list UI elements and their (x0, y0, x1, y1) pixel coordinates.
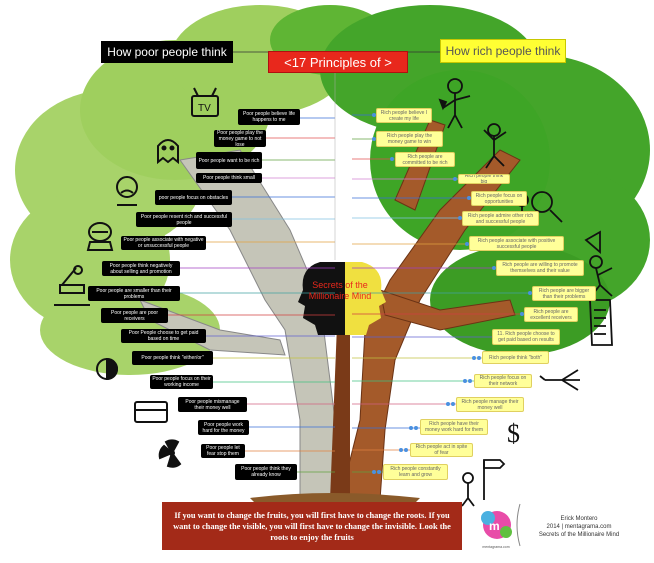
rich-principle-box: Rich people believe I create my life (376, 108, 432, 123)
rich-principle-box: Rich people have their money work hard f… (420, 419, 488, 435)
right-connectors (352, 114, 532, 473)
yin-yang-icon (96, 357, 118, 381)
poor-principle-box: Poor people work hard for the money (198, 420, 249, 435)
svg-text:TV: TV (198, 103, 211, 114)
megaphone-person-icon (584, 230, 613, 299)
poor-principle-box: poor people focus on obstacles (155, 190, 232, 205)
closing-quote: If you want to change the fruits, you wi… (162, 502, 462, 550)
mentagrama-logo: m (481, 511, 512, 539)
rich-principle-box: Rich people focus on their network (474, 374, 532, 388)
tv-icon: TV (191, 87, 219, 117)
poor-principle-box: Poor people resent rich and successful p… (136, 212, 232, 227)
rich-principle-box: Rich people constantly learn and grow (383, 464, 448, 480)
rich-principle-box: Rich people are bigger than their proble… (532, 286, 596, 301)
poor-header: How poor people think (101, 41, 233, 63)
rich-principle-box: Rich people play the money game to win (376, 131, 443, 147)
thumbs-up-person-icon (438, 78, 471, 129)
poor-principle-box: Poor people play the money game to not l… (214, 130, 266, 147)
rich-principle-box: 11. Rich people choose to get paid based… (492, 329, 560, 345)
cheering-person-icon (483, 123, 507, 169)
poor-principle-box: Poor people are poor receivers (101, 308, 168, 323)
radiation-icon (158, 439, 182, 468)
rich-bullet-dots (372, 113, 532, 474)
rich-head-silhouette (345, 262, 386, 335)
poor-head-silhouette (298, 262, 345, 335)
poor-principle-box: Poor people think negatively about selli… (102, 261, 180, 276)
rich-header: How rich people think (440, 39, 566, 63)
poor-principle-box: Poor people associate with negative or u… (121, 236, 206, 250)
rich-principle-box: Rich people are excellent receivers (524, 307, 578, 322)
document-icon (589, 299, 613, 346)
ghost-icon (157, 139, 179, 165)
svg-text:m: m (489, 519, 500, 533)
crossroads-arrows-icon (539, 369, 580, 391)
poor-principle-box: Poor people mismanage their money well (178, 397, 247, 412)
rich-principle-box: Rich people think big (458, 174, 510, 184)
microscope-icon (54, 265, 90, 306)
left-connectors (168, 117, 335, 473)
poor-principle-box: Poor people want to be rich (196, 152, 262, 169)
worried-person-icon (86, 222, 114, 251)
poor-principle-box: Poor people let fear stop them (201, 444, 245, 458)
rich-principle-box: Rich people are willing to promote thems… (496, 260, 584, 276)
rich-principle-box: Rich people manage their money well (456, 397, 524, 412)
author-credit: Erick Montero 2014 | mentagrama.com Secr… (538, 516, 620, 538)
rich-principle-box: Rich people associate with positive succ… (469, 236, 564, 251)
dollar-sign-icon: $ (507, 419, 520, 448)
center-title: Secrets of the Millionaire Mind (308, 280, 372, 301)
rich-principle-box: Rich people admire other rich and succes… (462, 211, 539, 226)
poor-principle-box: Poor people are smaller than their probl… (88, 286, 180, 301)
rich-principle-box: Rich people are committed to be rich (395, 152, 455, 167)
poor-principle-box: Poor People choose to get paid based on … (121, 329, 206, 343)
rich-principle-box: Rich people focus on opportunities (471, 191, 527, 206)
poor-principle-box: Poor people believe life happens to me (238, 109, 300, 125)
signpost-person-icon (461, 459, 506, 507)
credit-card-icon (134, 401, 168, 423)
rich-principle-box: Rich people act in spite of fear (410, 443, 473, 457)
sad-face-icon (116, 176, 138, 206)
principles-header: <17 Principles of > (268, 51, 408, 73)
brand-caption: mentagrama.com (482, 545, 510, 549)
poor-principle-box: Poor people think "either/or" (132, 351, 213, 365)
poor-principle-box: Poor people think they already know (235, 464, 297, 480)
rich-principle-box: Rich people think "both" (482, 351, 549, 364)
poor-principle-box: Poor people focus on their working incom… (150, 375, 213, 389)
poor-principle-box: Poor people think small (196, 173, 262, 183)
